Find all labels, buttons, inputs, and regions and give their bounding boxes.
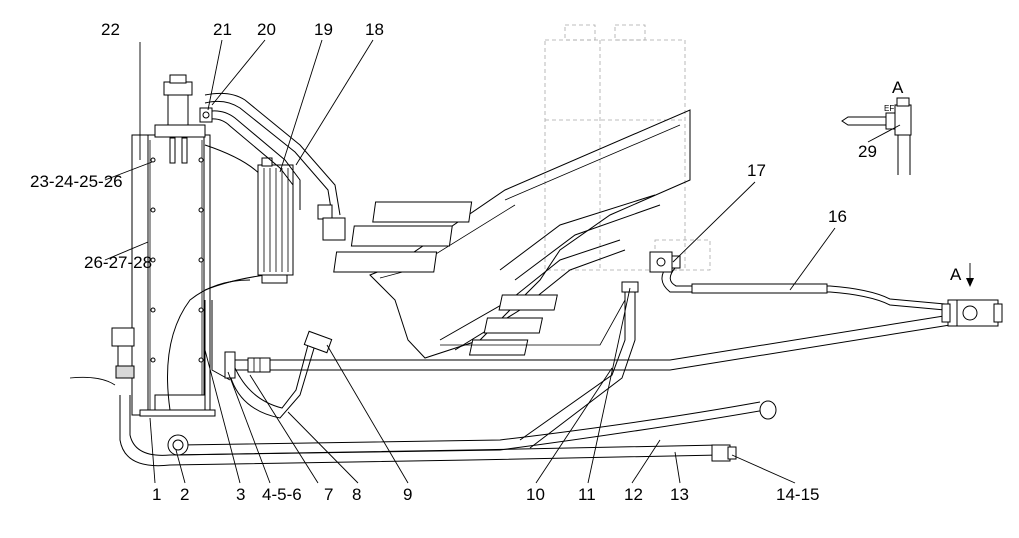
view-arrow-icon xyxy=(966,263,974,287)
callout-8: 8 xyxy=(352,485,361,504)
callout-7: 7 xyxy=(324,485,333,504)
callout-2: 2 xyxy=(180,485,189,504)
callout-3: 3 xyxy=(236,485,245,504)
callout-9: 9 xyxy=(403,485,412,504)
lower-hose-8 xyxy=(229,330,333,419)
callout-16: 16 xyxy=(828,207,847,226)
callout-1: 1 xyxy=(152,485,161,504)
callout-labels: 22 21 20 19 18 23-24-25-26 26-27-28 1 2 … xyxy=(30,20,877,504)
callout-11: 11 xyxy=(578,485,596,504)
callout-29: 26-27-28 xyxy=(84,253,152,272)
leader-lines xyxy=(104,39,901,484)
callout-10: 10 xyxy=(526,485,545,504)
upper-hoses xyxy=(199,92,346,241)
callout-22: 21 xyxy=(213,20,232,39)
callout-20: 19 xyxy=(314,20,333,39)
view-arrow-label: A xyxy=(950,265,962,284)
view-title-a: A xyxy=(892,78,904,97)
fan-shroud xyxy=(167,144,294,411)
fender-panel xyxy=(333,109,691,359)
callout-12: 12 xyxy=(624,485,643,504)
callout-26-27-28: 23-24-25-26 xyxy=(30,172,123,191)
bottom-hoses xyxy=(69,376,777,467)
callout-19: 18 xyxy=(365,20,384,39)
callout-21: 20 xyxy=(257,20,276,39)
callout-13: 13 xyxy=(670,485,689,504)
radiator-bolts xyxy=(150,157,204,363)
radiator xyxy=(111,74,216,417)
engine-outline-ghost xyxy=(544,24,711,271)
callout-23-24-25-26: 22 xyxy=(101,20,120,39)
overflow-pipe-16 xyxy=(649,251,946,311)
detail-marking: EF xyxy=(884,104,894,113)
tee-fitting-a xyxy=(941,299,1003,327)
callout-17: 17 xyxy=(747,161,766,180)
callout-4-5-6: 4-5-6 xyxy=(262,485,302,504)
callout-18: 29 xyxy=(858,142,877,161)
long-pipes xyxy=(224,281,951,449)
detail-view-a xyxy=(841,97,912,175)
callout-14-15: 14-15 xyxy=(776,485,819,504)
